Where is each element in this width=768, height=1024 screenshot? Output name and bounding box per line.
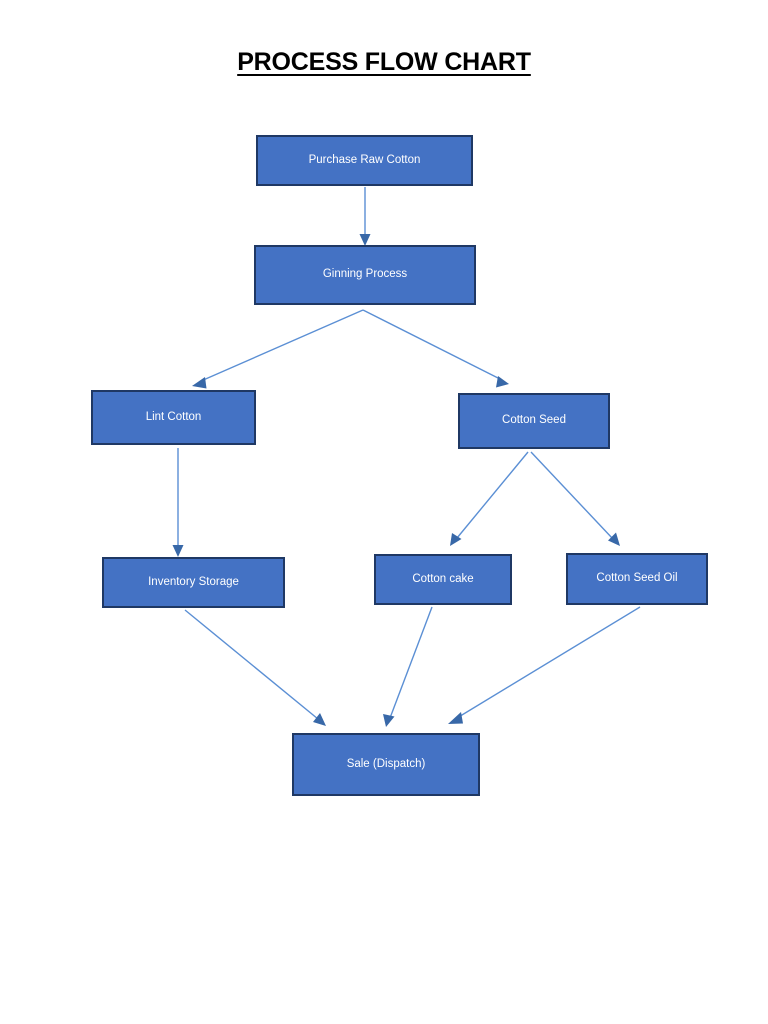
node-label: Sale (Dispatch) xyxy=(346,757,426,770)
edge-seed-to-cake xyxy=(450,451,529,546)
edge-inventory-to-sale xyxy=(184,609,326,726)
node-cotton-seed-oil[interactable]: Cotton Seed Oil xyxy=(566,553,708,605)
page-title-text: PROCESS FLOW CHART xyxy=(237,48,531,76)
node-label: Purchase Raw Cotton xyxy=(308,153,421,166)
node-cotton-seed[interactable]: Cotton Seed xyxy=(458,393,610,449)
node-inventory-storage[interactable]: Inventory Storage xyxy=(102,557,285,608)
node-purchase-raw-cotton[interactable]: Purchase Raw Cotton xyxy=(256,135,473,186)
edge-oil-to-sale xyxy=(448,606,641,724)
node-label: Cotton Seed Oil xyxy=(596,572,678,585)
edge-ginning-to-seed xyxy=(362,309,509,388)
node-label: Ginning Process xyxy=(322,268,408,281)
edge-lint-to-inventory xyxy=(172,448,184,557)
node-cotton-cake[interactable]: Cotton cake xyxy=(374,554,512,605)
edge-purchase-to-ginning xyxy=(359,187,371,246)
edge-seed-to-oil xyxy=(530,451,620,546)
edge-ginning-to-lint xyxy=(192,309,364,389)
node-label: Lint Cotton xyxy=(145,410,202,423)
node-label: Cotton Seed xyxy=(502,414,566,427)
node-ginning-process[interactable]: Ginning Process xyxy=(254,245,476,305)
node-label: Cotton cake xyxy=(412,572,474,585)
node-lint-cotton[interactable]: Lint Cotton xyxy=(91,390,256,445)
edge-cake-to-sale xyxy=(383,606,433,727)
page-title: PROCESS FLOW CHART xyxy=(0,48,768,77)
node-sale-dispatch[interactable]: Sale (Dispatch) xyxy=(292,733,480,796)
node-label: Inventory Storage xyxy=(148,575,239,588)
